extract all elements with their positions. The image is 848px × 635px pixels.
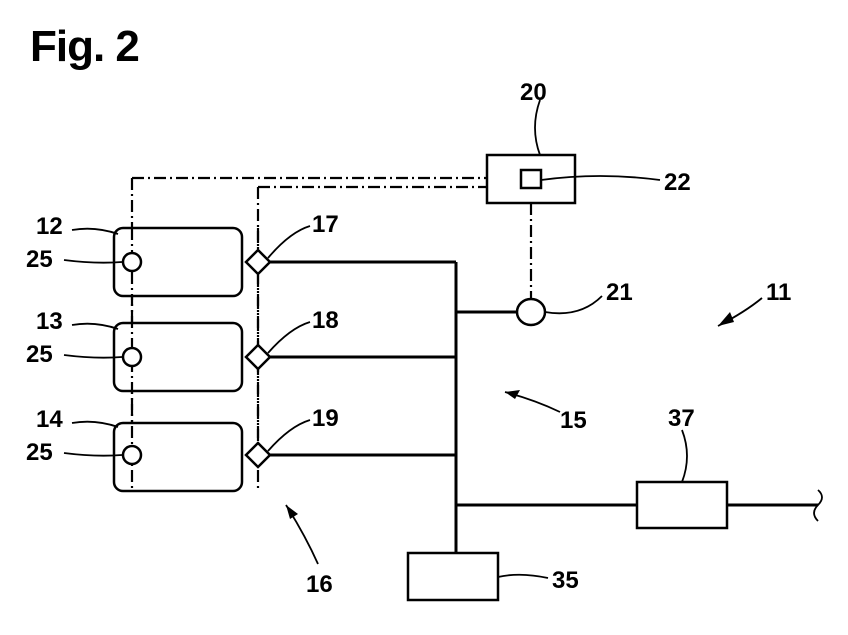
valve-19	[246, 443, 270, 467]
control-line-outer	[132, 178, 487, 455]
leader-35	[498, 575, 548, 578]
label-16: 16	[306, 571, 333, 598]
label-18: 18	[312, 307, 339, 334]
label-11: 11	[766, 279, 791, 306]
label-22: 22	[664, 169, 691, 196]
leader-13	[72, 324, 118, 329]
pressure-sensor-21	[517, 299, 545, 325]
sensor-25-middle	[123, 348, 141, 366]
leader-21	[545, 296, 602, 313]
leader-14	[72, 422, 118, 427]
valve-18	[246, 345, 270, 369]
sensor-25-bottom	[123, 446, 141, 464]
leader-12	[72, 229, 118, 234]
leader-20	[535, 100, 540, 155]
component-37	[637, 482, 727, 528]
label-17: 17	[312, 211, 339, 238]
label-12: 12	[36, 213, 63, 240]
arrow-head-11	[718, 312, 734, 326]
arrow-head-15	[505, 390, 520, 399]
label-25-top: 25	[26, 246, 53, 273]
control-line-inner	[258, 187, 487, 450]
reservoir-35	[408, 553, 498, 600]
arrow-head-16	[286, 505, 298, 519]
valve-17	[246, 250, 270, 274]
label-15: 15	[560, 407, 587, 434]
figure-title: Fig. 2	[30, 22, 139, 72]
leader-37	[682, 430, 687, 482]
leader-18	[268, 322, 310, 353]
leader-19	[268, 420, 310, 451]
label-37: 37	[668, 405, 695, 432]
element-22	[521, 170, 541, 188]
leader-17	[268, 226, 310, 258]
label-25-bottom: 25	[26, 439, 53, 466]
label-25-middle: 25	[26, 341, 53, 368]
label-21: 21	[606, 279, 633, 306]
label-35: 35	[552, 567, 579, 594]
label-14: 14	[36, 406, 63, 433]
sensor-25-top	[123, 253, 141, 271]
label-13: 13	[36, 308, 63, 335]
label-19: 19	[312, 405, 339, 432]
label-20: 20	[520, 79, 547, 106]
